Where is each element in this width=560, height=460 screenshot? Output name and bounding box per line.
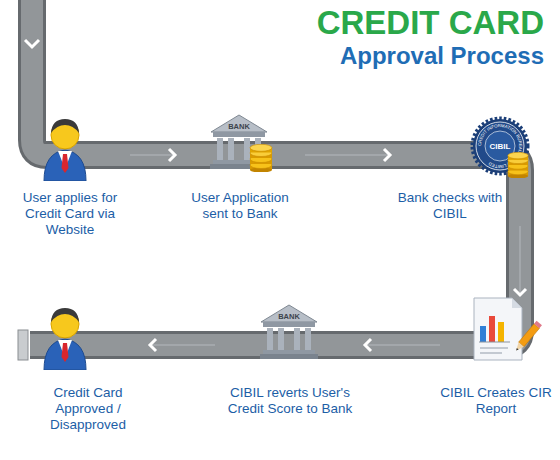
- road-chevron: [25, 40, 39, 47]
- process-step: Credit Card Approved / Disapproved: [10, 295, 150, 437]
- process-step: User Application sent to Bank: [175, 108, 305, 226]
- road-end: [18, 330, 28, 360]
- flow-connector: [365, 344, 440, 346]
- title: CREDIT CARD: [317, 4, 544, 42]
- user-icon: [44, 119, 86, 181]
- process-step: CIBIL reverts User's Credit Score to Ban…: [215, 295, 365, 421]
- bank-label: BANK: [278, 312, 300, 321]
- bank-label: BANK: [228, 122, 250, 131]
- bank-icon: BANK: [210, 115, 272, 173]
- step-caption: User Application sent to Bank: [179, 190, 301, 222]
- seal-label: CIBIL: [490, 142, 511, 151]
- flow-connector: [150, 344, 215, 346]
- step-caption: User applies for Credit Card via Website: [14, 190, 126, 238]
- step-caption: Bank checks with CIBIL: [390, 190, 510, 222]
- step-caption: CIBIL reverts User's Credit Score to Ban…: [219, 385, 361, 417]
- report-icon: [474, 298, 542, 360]
- process-step: Bank checks with CIBIL: [390, 108, 550, 226]
- process-step: User applies for Credit Card via Website: [10, 108, 130, 242]
- heading: CREDIT CARD Approval Process: [317, 4, 544, 70]
- flow-connector: [305, 154, 390, 156]
- flow-connector: [519, 226, 521, 295]
- bank-icon: BANK: [260, 305, 318, 359]
- subtitle: Approval Process: [317, 42, 544, 70]
- flow-connector: [130, 154, 175, 156]
- process-step: CIBIL Creates CIR Report: [440, 295, 555, 421]
- user-icon: [44, 308, 86, 370]
- step-caption: CIBIL Creates CIR Report: [440, 385, 552, 417]
- cibil-seal: CREDIT INFORMATION BUREAU (INDIA) LIMITE…: [473, 119, 528, 178]
- step-caption: Credit Card Approved / Disapproved: [38, 385, 138, 433]
